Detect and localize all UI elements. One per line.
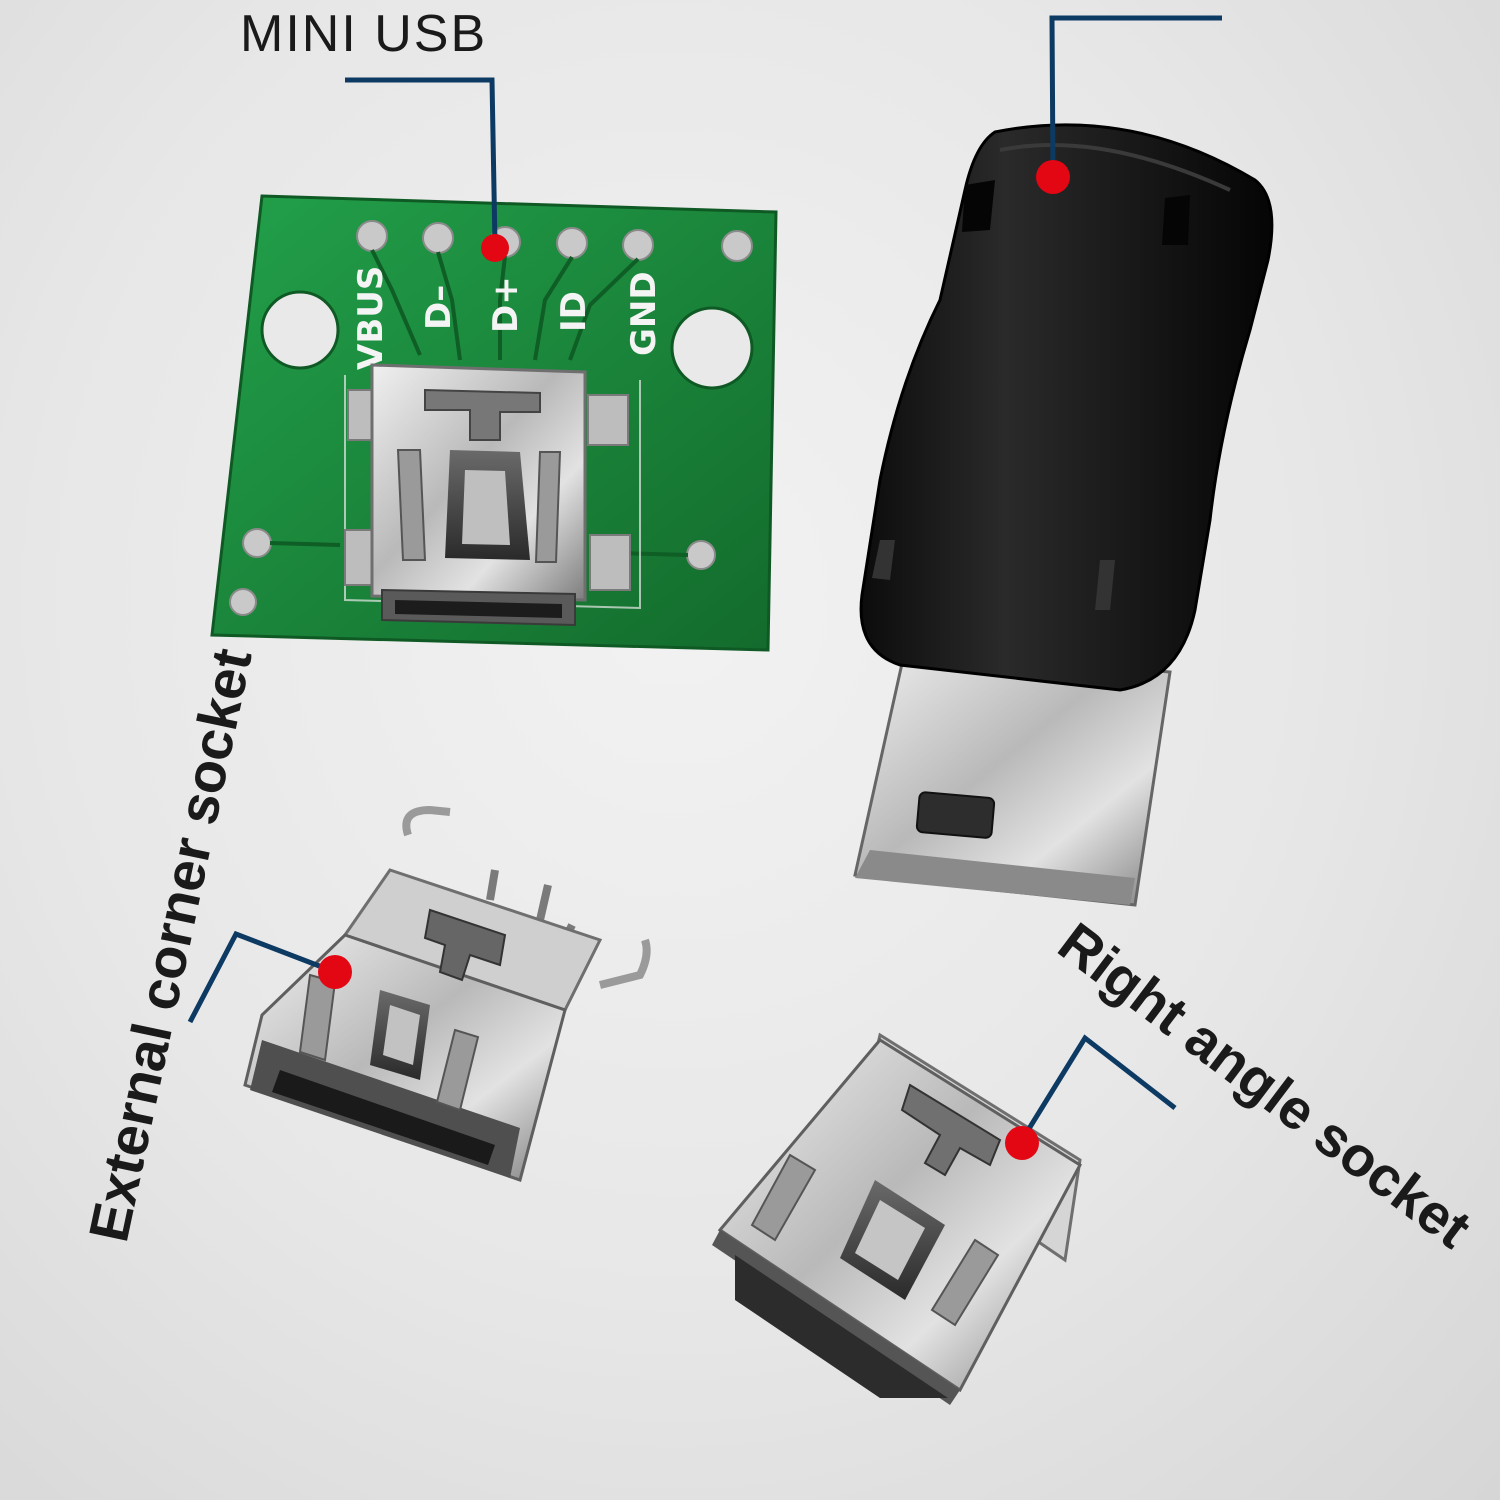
callout-leaders [187,15,1222,1142]
pin-label-vbus: VBUS [351,266,391,370]
marker-dot-right-angle [1005,1126,1039,1160]
pin-label-id: ID [554,291,594,332]
pcb-pads [229,220,753,616]
pin-label-d-plus: D+ [486,276,526,333]
pcb-pin-labels: VBUS D– D+ ID GND [351,266,664,370]
leader-line-mini-usb [345,77,498,246]
pcb-breakout-board: VBUS D– D+ ID GND [210,194,778,652]
pin-label-d-minus: D– [419,285,459,330]
marker-dots [318,160,1070,1160]
leader-line-plug [1049,15,1222,176]
right-angle-socket [712,1032,1082,1405]
external-corner-socket [243,805,651,1182]
pin-label-gnd: GND [624,271,664,356]
leader-line-external-corner [187,930,336,1024]
label-mini-usb: MINI USB [240,5,488,63]
leader-line-right-angle [1019,1034,1177,1142]
marker-dot-plug [1036,160,1070,194]
marker-dot-external-corner [318,955,352,989]
marker-dot-mini-usb [481,234,509,262]
mini-usb-plug [853,123,1274,907]
